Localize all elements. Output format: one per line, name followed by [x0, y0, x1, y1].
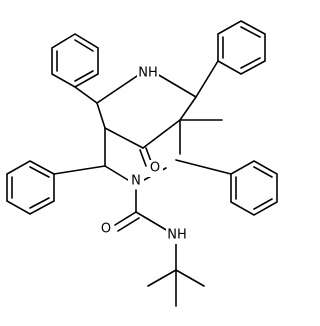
atom-labels: NH N O O NH: [98, 64, 188, 244]
phenyl-bottom-left-inner-bonds: [11, 166, 50, 209]
amide-o-label: O: [101, 222, 111, 237]
phenyl-top-right-inner-bonds: [222, 26, 261, 69]
phenyl-bottom-right-bonds: [230, 160, 278, 216]
phenyl-top-left-bonds: [51, 33, 99, 88]
phenyl-top-right-bonds: [217, 20, 266, 75]
ring-nh-label: NH: [138, 66, 158, 81]
phenyl-ring-bottom-right: [230, 160, 278, 216]
phenyl-ring-bottom-left: [6, 160, 55, 215]
phenyl-ring-top-right: [217, 20, 266, 75]
phenyl-bottom-right-inner-bonds: [235, 166, 273, 210]
ketone-o-label: O: [150, 161, 160, 176]
phenyl-ring-top-left: [51, 33, 99, 88]
phenyl-top-left-inner-bonds: [56, 39, 94, 82]
amide-nh-label: NH: [167, 228, 187, 243]
molecule-structure: NH N O O NH: [6, 20, 278, 307]
phenyl-bottom-left-bonds: [6, 160, 55, 215]
amide-n-label: N: [131, 174, 141, 189]
